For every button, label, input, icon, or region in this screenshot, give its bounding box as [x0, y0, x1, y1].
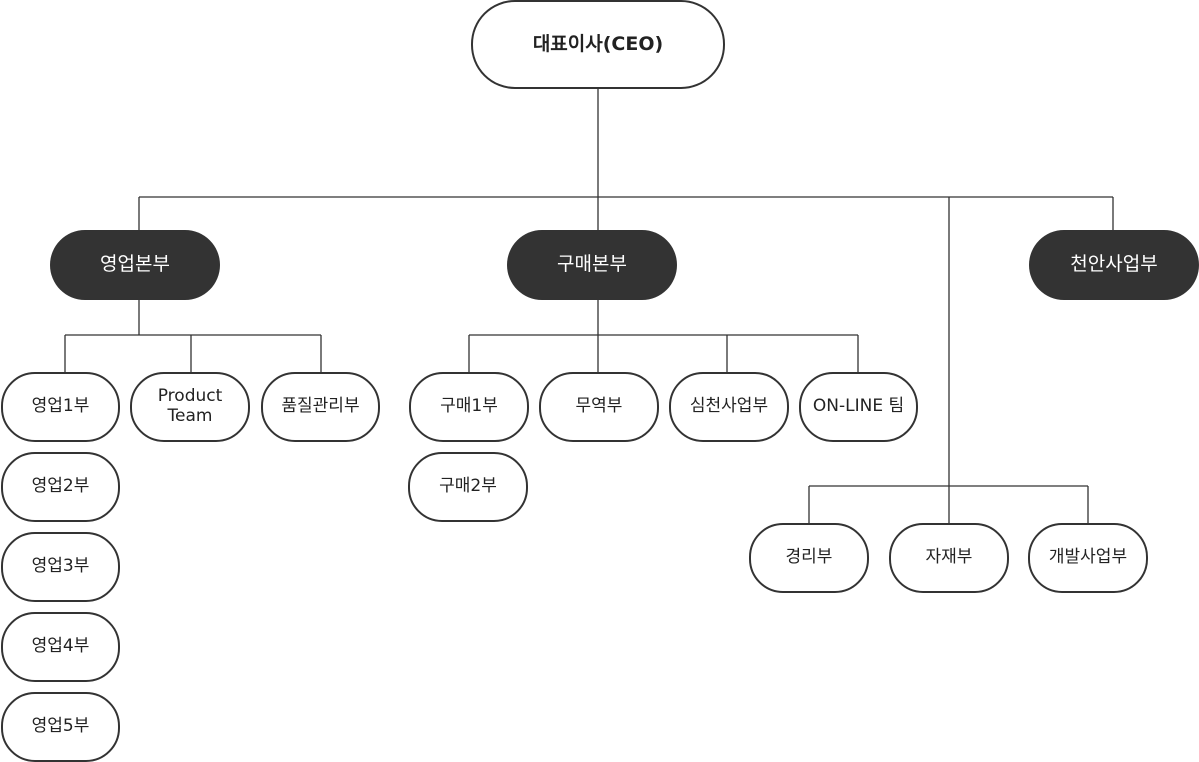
- team-purchase-2: 구매2부: [408, 452, 528, 522]
- team-quality-management: 품질관리부: [261, 372, 380, 442]
- team-sales-4: 영업4부: [1, 612, 120, 682]
- team-product-team: Product Team: [130, 372, 250, 442]
- team-sales-3: 영업3부: [1, 532, 120, 602]
- team-sales-2: 영업2부: [1, 452, 120, 522]
- team-materials: 자재부: [889, 523, 1009, 593]
- team-sales-5: 영업5부: [1, 692, 120, 762]
- team-trade: 무역부: [539, 372, 659, 442]
- team-sales-1: 영업1부: [1, 372, 120, 442]
- team-shenzhen-business: 심천사업부: [669, 372, 789, 442]
- team-online: ON-LINE 팀: [799, 372, 918, 442]
- purchase-hq-node: 구매본부: [507, 230, 677, 300]
- cheonan-division-node: 천안사업부: [1029, 230, 1199, 300]
- team-purchase-1: 구매1부: [409, 372, 529, 442]
- ceo-node: 대표이사(CEO): [471, 0, 725, 89]
- team-accounting: 경리부: [749, 523, 869, 593]
- team-business-development: 개발사업부: [1028, 523, 1148, 593]
- sales-hq-node: 영업본부: [50, 230, 220, 300]
